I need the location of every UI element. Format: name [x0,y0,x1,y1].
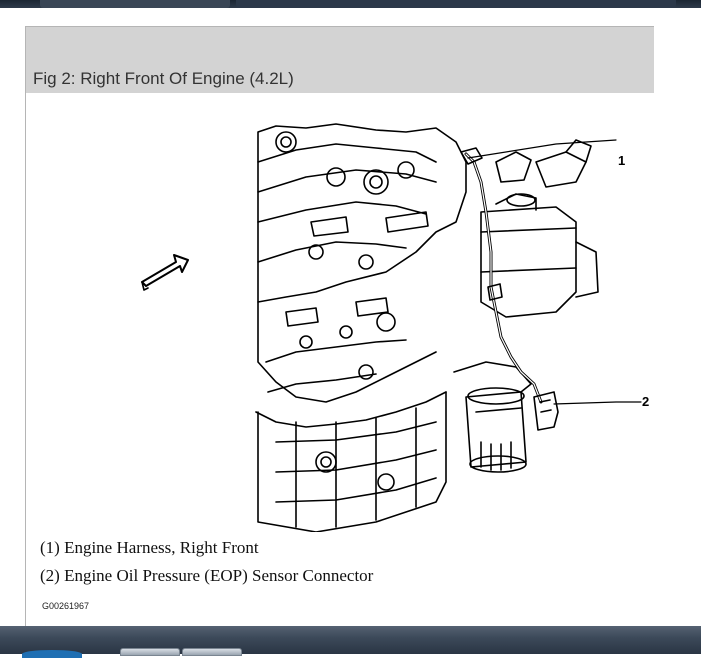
engine-block [255,123,467,532]
start-button[interactable] [22,650,82,658]
callout-2-label: 2 [642,394,649,409]
thermostat-housing [495,139,592,188]
callout-2-leader [553,401,642,405]
figure-title: Fig 2: Right Front Of Engine (4.2L) [33,69,294,88]
taskbar [0,626,701,658]
legend-item-engine-harness: (1) Engine Harness, Right Front [40,538,259,557]
legend-item-eop-sensor-connector: (2) Engine Oil Pressure (EOP) Sensor Con… [40,566,374,585]
taskbar-button[interactable] [120,648,180,656]
figure-header [26,27,655,93]
engine-harness-right-front [460,147,543,404]
right-margin [654,8,701,626]
callout-1-leader [467,139,617,159]
valve-cover-details [275,131,429,491]
callout-1-label: 1 [618,153,625,168]
engine-illustration: 1 2 [141,123,649,532]
top-tab-segment[interactable] [236,0,676,8]
eop-sensor-connector [533,391,559,431]
direction-arrow-icon [141,254,189,291]
top-tab-segment[interactable] [40,0,230,8]
figure-panel: Fig 2: Right Front Of Engine (4.2L) [25,26,656,627]
window-top-bar [0,0,701,8]
coolant-reservoir [480,193,599,318]
taskbar-button[interactable] [182,648,242,656]
oil-filter [453,361,532,473]
figure-code: G00261967 [42,601,90,611]
